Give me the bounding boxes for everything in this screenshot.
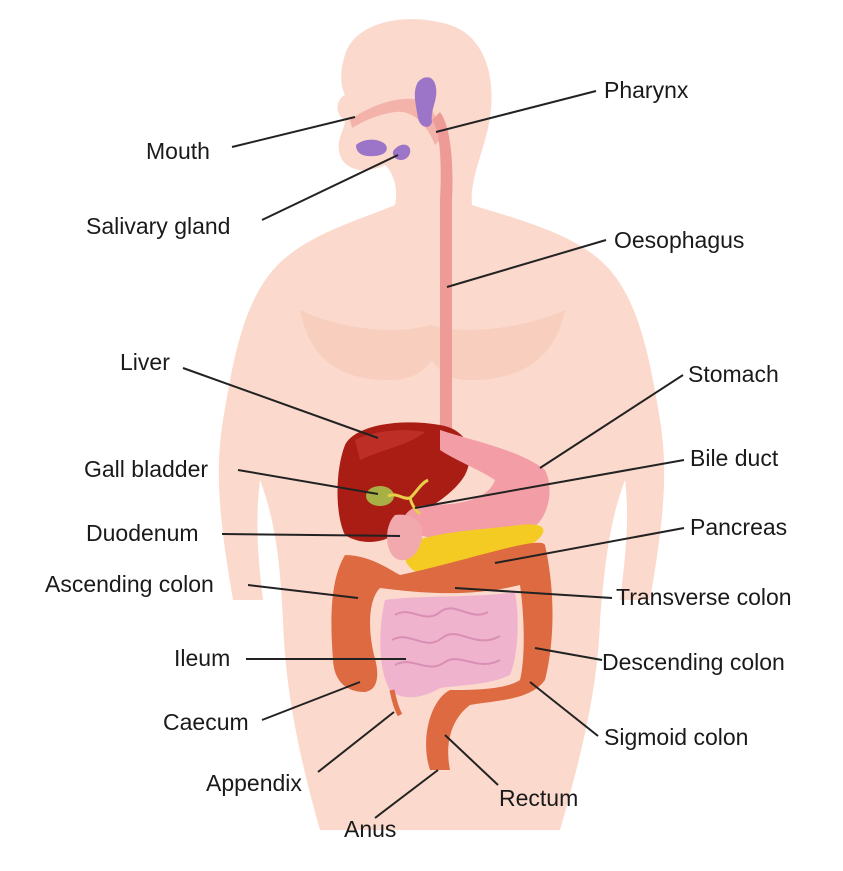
label-appendix: Appendix [206, 772, 302, 795]
label-pharynx: Pharynx [604, 79, 688, 102]
label-duodenum: Duodenum [86, 522, 199, 545]
label-caecum: Caecum [163, 711, 249, 734]
label-salivary-gland: Salivary gland [86, 215, 230, 238]
mouth-leader [232, 117, 355, 147]
salivary-gland-shape [356, 140, 387, 157]
label-gall-bladder: Gall bladder [84, 458, 208, 481]
label-pancreas: Pancreas [690, 516, 787, 539]
label-ascending-colon: Ascending colon [45, 573, 214, 596]
label-sigmoid-colon: Sigmoid colon [604, 726, 748, 749]
label-ileum: Ileum [174, 647, 230, 670]
label-anus: Anus [344, 818, 396, 841]
label-descending-colon: Descending colon [602, 651, 785, 674]
label-transverse-colon: Transverse colon [616, 586, 792, 609]
label-bile-duct: Bile duct [690, 447, 778, 470]
label-mouth: Mouth [146, 140, 210, 163]
label-liver: Liver [120, 351, 170, 374]
label-rectum: Rectum [499, 787, 578, 810]
label-stomach: Stomach [688, 363, 779, 386]
label-oesophagus: Oesophagus [614, 229, 744, 252]
salivary-gland-leader [262, 155, 398, 220]
